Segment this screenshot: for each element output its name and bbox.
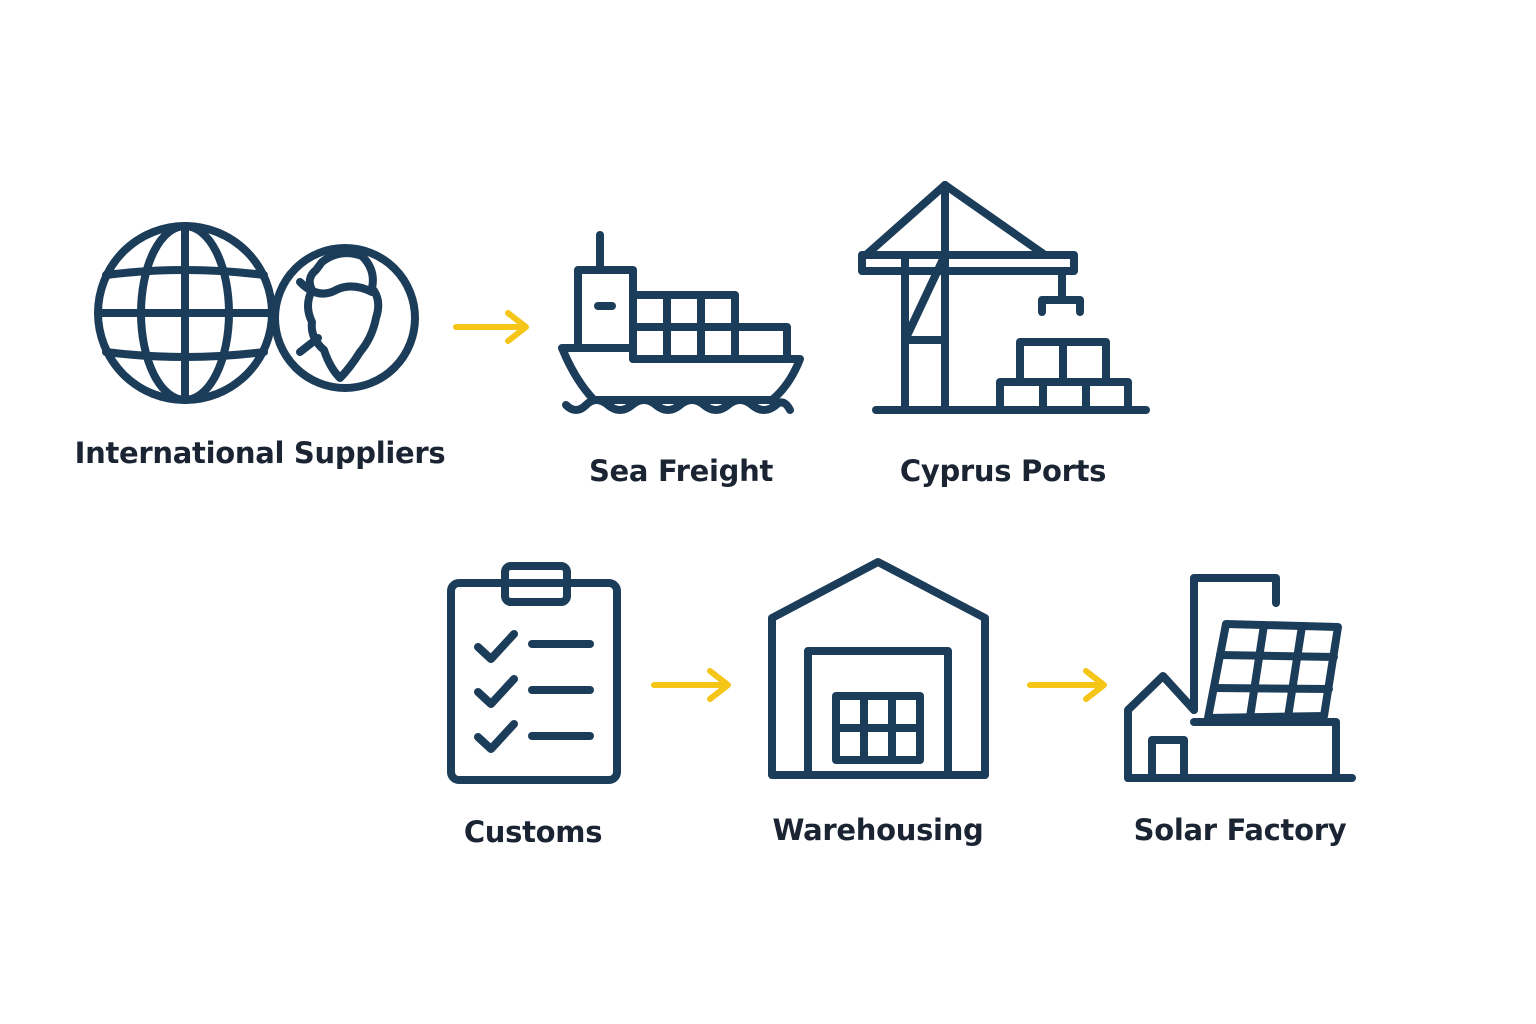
globes-icon [90, 210, 430, 420]
node-label-solar-factory: Solar Factory [1133, 813, 1347, 847]
warehouse-icon [762, 552, 994, 782]
flow-arrow [650, 666, 734, 706]
container-ship-icon [555, 228, 805, 423]
solar-factory-icon [1118, 568, 1363, 786]
node-label-international-suppliers: International Suppliers [74, 436, 446, 470]
node-label-sea-freight: Sea Freight [588, 454, 774, 488]
continent-globe-icon [271, 244, 419, 392]
node-label-cyprus-ports: Cyprus Ports [899, 454, 1107, 488]
flow-arrow [452, 308, 532, 348]
port-crane-icon [855, 175, 1155, 420]
flow-arrow [1026, 666, 1110, 706]
node-label-warehousing: Warehousing [772, 813, 984, 847]
checklist-clipboard-icon [440, 555, 630, 795]
node-label-customs: Customs [463, 815, 603, 849]
wireframe-globe-icon [94, 222, 276, 404]
